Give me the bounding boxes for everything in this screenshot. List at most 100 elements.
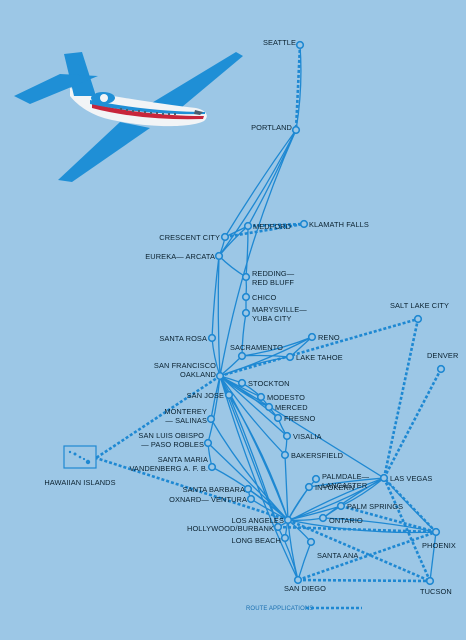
route-line — [322, 477, 385, 519]
city-label-line: CHICO — [252, 293, 276, 302]
city-node-tvl[interactable] — [285, 352, 295, 362]
city-node-tus[interactable] — [425, 576, 435, 586]
city-node-pdx[interactable] — [291, 125, 301, 135]
route-line — [245, 225, 249, 278]
route-line — [219, 375, 385, 479]
city-node-phx[interactable] — [431, 527, 441, 537]
city-label-oxr: OXNARD— VENTURA — [169, 495, 247, 504]
city-node-mfr[interactable] — [243, 221, 253, 231]
city-label-psp: PALM SPRINGS — [347, 502, 403, 511]
jet-tail — [64, 52, 96, 96]
city-node-sbp[interactable] — [203, 438, 213, 448]
city-node-pmd[interactable] — [311, 474, 321, 484]
route-line — [224, 129, 297, 238]
city-node-bur[interactable] — [273, 522, 283, 532]
city-label-line: OAKLAND — [180, 370, 216, 379]
route-line — [219, 375, 286, 456]
city-node-ont[interactable] — [318, 513, 328, 523]
city-node-sjc[interactable] — [224, 390, 234, 400]
city-label-line: LAS VEGAS — [390, 474, 432, 483]
city-label-slc: SALT LAKE CITY — [390, 301, 449, 310]
city-node-smx[interactable] — [207, 462, 217, 472]
city-label-line: EUREKA— ARCATA — [145, 252, 215, 261]
city-node-lax[interactable] — [283, 515, 293, 525]
route-line — [287, 486, 310, 521]
route-application-line — [297, 578, 431, 583]
city-node-rdd[interactable] — [241, 272, 251, 282]
city-label-line: OXNARD— VENTURA — [169, 495, 247, 504]
route-line — [219, 129, 297, 377]
city-label-line: HOLLYWOOD/BURBANK — [187, 524, 274, 533]
city-node-las[interactable] — [379, 473, 389, 483]
city-node-vis[interactable] — [282, 431, 292, 441]
city-label-line: RED BLUFF — [252, 278, 294, 287]
city-label-mry: MONTEREY— SALINAS — [164, 407, 207, 425]
city-label-line: LANCASTER — [322, 481, 367, 490]
city-node-smf[interactable] — [237, 351, 247, 361]
city-label-line: HAWAIIAN ISLANDS — [44, 478, 115, 487]
city-label-san: SAN DIEGO — [284, 584, 326, 593]
city-node-mod[interactable] — [256, 392, 266, 402]
city-node-bfl[interactable] — [280, 450, 290, 460]
city-node-san[interactable] — [293, 575, 303, 585]
city-label-bfl: BAKERSFIELD — [291, 451, 343, 460]
city-label-line: — SALINAS — [165, 416, 207, 425]
city-label-line: MONTEREY — [164, 407, 207, 416]
city-label-line: REDDING— — [252, 269, 295, 278]
jet-stripe — [92, 104, 204, 120]
city-node-cec[interactable] — [220, 232, 230, 242]
legend-label: ROUTE APPLICATIONS — [246, 606, 313, 612]
city-node-oxr[interactable] — [246, 494, 256, 504]
route-line — [247, 488, 289, 521]
city-label-line: SAN DIEGO — [284, 584, 326, 593]
city-node-sck[interactable] — [237, 378, 247, 388]
city-node-sts[interactable] — [207, 333, 217, 343]
city-node-sna[interactable] — [306, 537, 316, 547]
city-label-line: ONTARIO — [329, 516, 363, 525]
city-label-line: DENVER — [427, 351, 458, 360]
city-node-fat[interactable] — [273, 413, 283, 423]
city-node-sfo[interactable] — [215, 371, 225, 381]
city-label-line: TUCSON — [420, 587, 452, 596]
city-label-sna: SANTA ANA — [317, 551, 358, 560]
city-node-mys[interactable] — [241, 308, 251, 318]
city-label-tus: TUCSON — [420, 587, 452, 596]
city-node-lgb[interactable] — [280, 533, 290, 543]
city-node-eka[interactable] — [214, 251, 224, 261]
city-node-slc[interactable] — [413, 314, 423, 324]
route-line — [340, 477, 385, 507]
city-node-sea[interactable] — [295, 40, 305, 50]
city-node-iyk[interactable] — [304, 482, 314, 492]
city-node-mry[interactable] — [206, 414, 216, 424]
route-line — [217, 255, 221, 377]
route-application-line — [297, 530, 437, 582]
city-label-las: LAS VEGAS — [390, 474, 432, 483]
city-node-mce[interactable] — [264, 402, 274, 412]
city-label-hnl: HAWAIIAN ISLANDS — [44, 478, 115, 487]
city-label-line: PALM SPRINGS — [347, 502, 403, 511]
route-application-line — [219, 317, 419, 378]
city-label-line: SANTA BARBARA — [183, 485, 245, 494]
city-node-den[interactable] — [436, 364, 446, 374]
city-label-line: SALT LAKE CITY — [390, 301, 449, 310]
route-application-line — [95, 456, 289, 522]
city-label-sck: STOCKTON — [248, 379, 290, 388]
city-node-sba[interactable] — [243, 484, 253, 494]
city-label-sea: SEATTLE — [263, 38, 296, 47]
city-label-line: — PASO ROBLES — [141, 440, 204, 449]
route-line — [218, 129, 297, 257]
city-node-lmt[interactable] — [299, 219, 309, 229]
city-label-vis: VISALIA — [293, 432, 322, 441]
city-node-rno[interactable] — [307, 332, 317, 342]
city-label-lmt: KLAMATH FALLS — [309, 220, 369, 229]
city-label-smf: SACRAMENTO — [230, 343, 283, 352]
city-node-psp[interactable] — [336, 501, 346, 511]
city-node-cic[interactable] — [241, 292, 251, 302]
city-label-rdd: REDDING—RED BLUFF — [252, 269, 295, 287]
route-line — [210, 418, 289, 521]
route-line — [241, 336, 313, 357]
city-label-line: SANTA ROSA — [159, 334, 207, 343]
